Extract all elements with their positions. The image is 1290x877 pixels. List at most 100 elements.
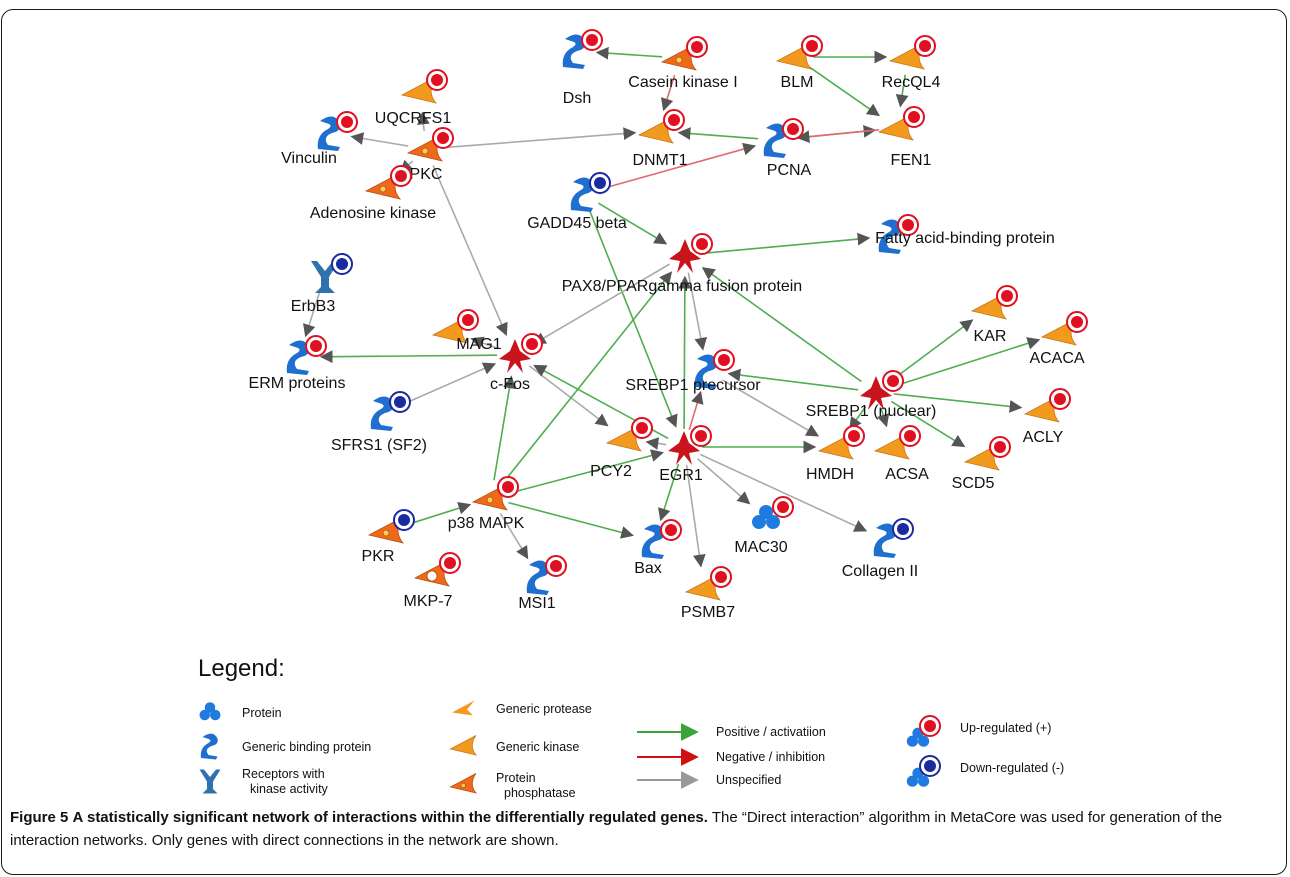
node-label-recql4: RecQL4 — [882, 74, 941, 91]
edge-egr1-to-srebp1p — [688, 390, 704, 431]
node-label-pcna: PCNA — [767, 162, 812, 179]
node-dsh[interactable]: Dsh — [562, 29, 603, 107]
edge-blm-to-fen1 — [809, 66, 880, 117]
legend-edge-label: Negative / inhibition — [716, 750, 825, 764]
regulation-marker-core — [502, 481, 514, 493]
node-egr1[interactable]: EGR1 — [659, 425, 712, 484]
edge-egr1-to-collagen — [700, 453, 868, 532]
node-blm[interactable]: BLM — [775, 35, 823, 91]
legend-node-label-line1: Receptors with — [242, 767, 325, 781]
regulation-marker-core — [715, 571, 727, 583]
node-ck1[interactable]: Casein kinase I — [628, 36, 738, 91]
regulation-marker-core — [665, 524, 677, 536]
node-scd5[interactable]: SCD5 — [952, 436, 1011, 492]
edge-egr1-to-psmb7 — [685, 464, 706, 568]
node-erbb3[interactable]: ErbB3 — [291, 253, 353, 315]
node-mac30[interactable]: MAC30 — [734, 496, 794, 556]
node-label-hmdh: HMDH — [806, 466, 854, 483]
edge-srebp1n-to-acly — [893, 393, 1023, 413]
edge-pax8-to-cfos — [532, 263, 670, 345]
figure-frame — [1, 9, 1287, 875]
edge-erbb3-to-erm — [303, 291, 321, 338]
node-srebp1n[interactable]: SREBP1 (nuclear) — [806, 370, 937, 420]
node-erm[interactable]: ERM proteins — [249, 335, 346, 392]
node-label-mac30: MAC30 — [734, 539, 787, 556]
regulation-marker-core — [444, 557, 456, 569]
node-gadd45[interactable]: GADD45 beta — [527, 172, 627, 232]
regulation-marker-core — [904, 430, 916, 442]
phosphatase-notch — [486, 496, 494, 504]
edge-gadd45-to-pax8 — [598, 202, 668, 245]
node-label-acly: ACLY — [1023, 429, 1064, 446]
node-label-erbb3: ErbB3 — [291, 298, 336, 315]
legend-node-label: Generic protease — [496, 702, 592, 716]
node-bax[interactable]: Bax — [634, 519, 682, 577]
node-mkp7[interactable]: MKP-7 — [404, 552, 461, 610]
node-label-msi1: MSI1 — [518, 595, 555, 612]
edge-srebp1n-to-srebp1p — [727, 368, 859, 391]
regulation-marker-core — [526, 338, 538, 350]
regulation-marker-core — [1001, 290, 1013, 302]
node-label-fabp: Fatty acid-binding protein — [875, 230, 1055, 247]
figure-caption: Figure 5 A statistically significant net… — [10, 806, 1278, 852]
regulation-marker-core — [919, 40, 931, 52]
protein-blob — [906, 775, 919, 787]
node-pcy2[interactable]: PCY2 — [590, 417, 653, 480]
node-label-egr1: EGR1 — [659, 467, 703, 484]
node-p38[interactable]: p38 MAPK — [448, 476, 525, 532]
regulation-marker-core — [310, 340, 322, 352]
phosphatase-notch — [426, 570, 438, 582]
regulation-marker-core — [718, 354, 730, 366]
network-diagram: Dsh Casein kinase I BLM RecQL4 UQCRFS1Vincul… — [198, 29, 1088, 800]
node-pcna[interactable]: PCNA — [763, 118, 812, 179]
node-pax8[interactable]: PAX8/PPARgamma fusion protein — [562, 233, 802, 295]
node-fabp[interactable]: Fatty acid-binding protein — [875, 214, 1055, 254]
legend-node-label: Protein — [242, 706, 282, 720]
edge-cfos-to-mag1 — [470, 336, 499, 350]
node-mag1[interactable]: MAG1 — [431, 309, 502, 353]
node-collagen[interactable]: Collagen II — [842, 518, 919, 580]
phosphatase-notch — [379, 185, 387, 193]
node-fen1[interactable]: FEN1 — [877, 106, 932, 169]
protease-glyph — [452, 700, 475, 716]
edge-srebp1n-to-acaca — [892, 337, 1041, 388]
node-vinculin[interactable]: Vinculin — [281, 111, 358, 167]
node-psmb7[interactable]: PSMB7 — [681, 566, 735, 621]
edge-p38-to-cfos — [493, 375, 516, 481]
regulation-marker-core — [586, 34, 598, 46]
edge-recql4-to-fen1 — [895, 74, 909, 108]
edge-srebp1n-to-acsa — [876, 408, 890, 428]
legend-title: Legend: — [198, 655, 285, 682]
node-label-bax: Bax — [634, 560, 662, 577]
node-adk[interactable]: Adenosine kinase — [310, 165, 436, 222]
node-label-pax8: PAX8/PPARgamma fusion protein — [562, 278, 802, 295]
node-cfos[interactable]: c-Fos — [490, 333, 543, 393]
node-acsa[interactable]: ACSA — [873, 425, 929, 483]
node-kar[interactable]: KAR — [970, 285, 1018, 345]
node-label-acsa: ACSA — [885, 466, 929, 483]
regulation-marker-core — [398, 514, 410, 526]
legend-node-protease: Generic protease — [452, 700, 592, 716]
node-pkc[interactable]: PKC — [406, 127, 454, 183]
node-acaca[interactable]: ACACA — [1029, 311, 1088, 367]
node-recql4[interactable]: RecQL4 — [882, 35, 941, 91]
node-acly[interactable]: ACLY — [1023, 388, 1071, 446]
node-dnmt1[interactable]: DNMT1 — [632, 109, 688, 169]
node-label-cfos: c-Fos — [490, 376, 530, 393]
node-msi1[interactable]: MSI1 — [518, 555, 567, 612]
edge-pkc-to-dnmt1 — [443, 127, 637, 149]
node-label-acaca: ACACA — [1029, 350, 1084, 367]
nodes-layer: Dsh Casein kinase I BLM RecQL4 UQCRFS1Vincul… — [249, 29, 1088, 621]
node-hmdh[interactable]: HMDH — [806, 425, 865, 483]
legend-regulation-label: Down-regulated (-) — [960, 761, 1064, 775]
node-srebp1p[interactable]: SREBP1 precursor — [625, 349, 761, 394]
node-sfrs1[interactable]: SFRS1 (SF2) — [331, 391, 427, 454]
edge-pkr-to-p38 — [403, 502, 472, 527]
node-uqcrfs1[interactable]: UQCRFS1 — [375, 69, 452, 127]
node-pkr[interactable]: PKR — [362, 509, 415, 565]
node-label-collagen: Collagen II — [842, 563, 919, 580]
binding-protein-glyph — [562, 34, 586, 69]
